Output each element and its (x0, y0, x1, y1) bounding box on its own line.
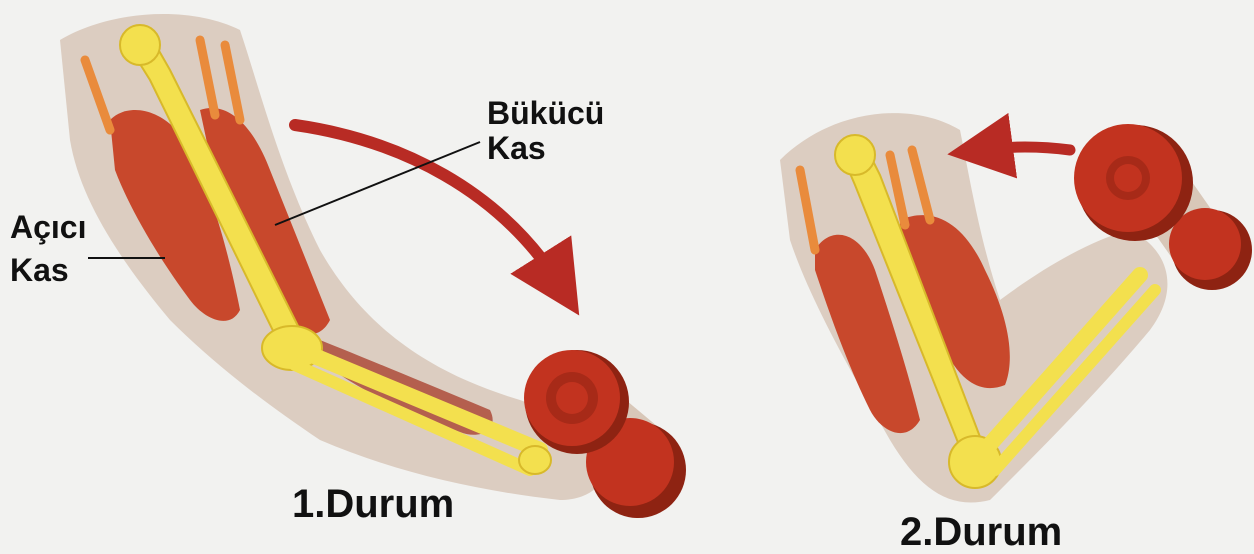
flexor-label-line2: Kas (487, 131, 604, 166)
state-2-caption: 2.Durum (900, 510, 1062, 554)
flexor-muscle-label: Bükücü Kas (487, 96, 604, 166)
upper-arm-skin-1 (60, 14, 608, 500)
extensor-muscle-label: Açıcı Kas (10, 210, 86, 288)
extensor-label-line2: Kas (10, 253, 86, 288)
left-arrow (980, 147, 1070, 150)
wrist-bones-1 (519, 446, 551, 474)
state-1-arm (60, 14, 686, 518)
extensor-label-line1: Açıcı (10, 210, 86, 245)
shoulder-joint-1 (120, 25, 160, 65)
state-2-arm (780, 113, 1252, 502)
state-1-caption: 1.Durum (292, 482, 454, 526)
shoulder-joint-2 (835, 135, 875, 175)
flexor-label-line1: Bükücü (487, 96, 604, 131)
